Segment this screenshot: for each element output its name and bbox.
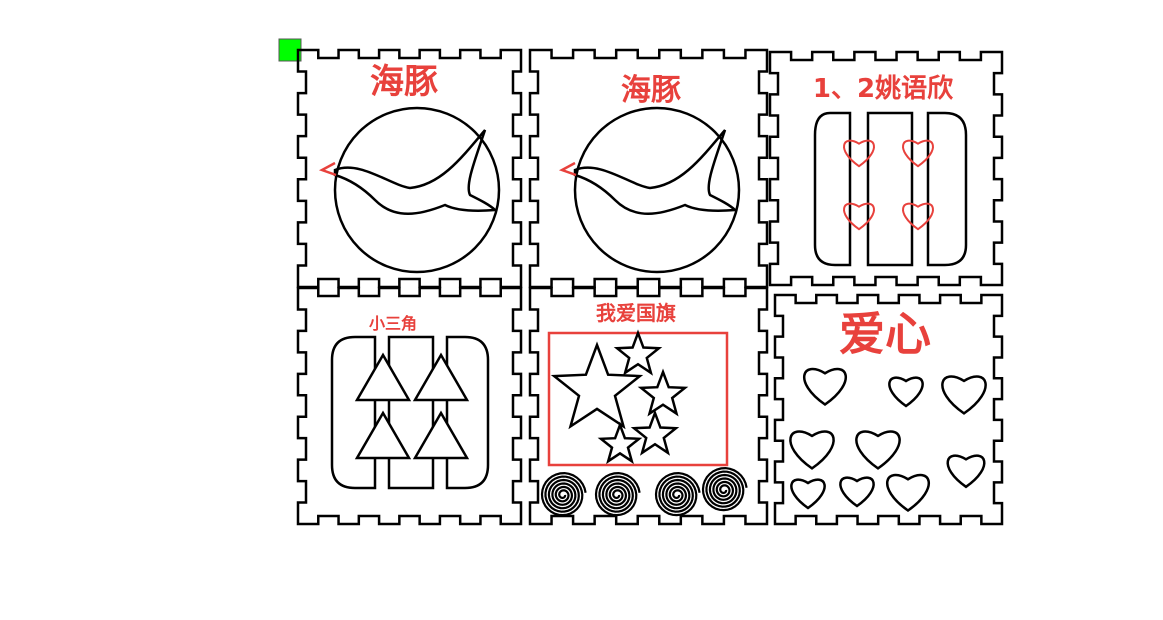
triangle-4 (412, 410, 470, 460)
panel-5-outline (528, 286, 769, 526)
dolphin-circle-2 (573, 106, 741, 274)
heart-7 (790, 478, 826, 510)
panel-4-label: 小三角 (369, 314, 417, 333)
dolphin-beak-2 (558, 161, 577, 177)
heart-4 (789, 430, 835, 470)
tri-frame-right (445, 335, 490, 490)
column-heart-4 (902, 202, 934, 231)
heart-9 (886, 473, 930, 513)
dolphin-1 (333, 129, 498, 215)
column-heart-2 (902, 139, 934, 168)
heart-1 (803, 367, 847, 407)
heart-8 (839, 476, 875, 508)
panel-outlines (296, 48, 1004, 526)
flag-frame (547, 331, 729, 467)
panel-1-label: 海豚 (370, 62, 438, 102)
column-right (926, 111, 968, 267)
star-large (550, 341, 644, 430)
heart-3 (941, 375, 987, 415)
star-small-4 (597, 421, 643, 465)
spiral-3 (654, 471, 701, 517)
panel-5-label: 我爱国旗 (596, 301, 676, 325)
heart-2 (888, 376, 924, 408)
spiral-2 (594, 471, 641, 517)
column-left (813, 111, 852, 267)
dolphin-beak-1 (318, 161, 337, 177)
star-small-3 (630, 409, 680, 456)
spiral-4 (701, 466, 748, 512)
panel-6-label: 爱心 (839, 307, 931, 361)
panel-6-outline (773, 293, 1004, 526)
star-small-2 (637, 368, 689, 417)
spiral-1 (540, 471, 587, 517)
panel-3-label: 1、2姚语欣 (813, 74, 953, 104)
dolphin-circle-1 (333, 106, 501, 274)
triangle-2 (412, 352, 470, 402)
tri-frame-left (330, 335, 377, 490)
panel-2-label: 海豚 (621, 73, 681, 108)
panel-motifs (318, 106, 987, 517)
tri-frame-middle (387, 335, 435, 490)
triangle-1 (354, 352, 412, 402)
column-heart-3 (843, 202, 875, 231)
panel-4-outline (296, 286, 523, 526)
dolphin-2 (573, 129, 738, 215)
column-middle (866, 111, 914, 267)
column-heart-1 (843, 139, 875, 168)
heart-5 (855, 430, 901, 470)
heart-6 (946, 454, 986, 489)
panel-3-outline (768, 50, 1004, 287)
triangle-3 (354, 410, 412, 460)
star-small-1 (613, 329, 663, 376)
